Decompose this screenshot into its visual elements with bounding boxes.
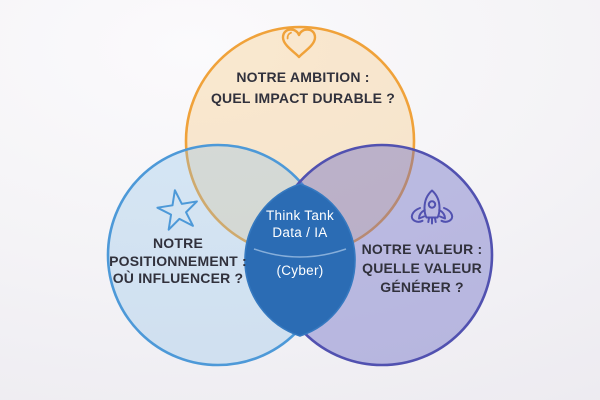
- ambition-label-line1: NOTRE AMBITION :: [236, 69, 370, 85]
- positionnement-label: NOTRE POSITIONNEMENT : OÙ INFLUENCER ?: [109, 235, 247, 288]
- positionnement-label-line3: OÙ INFLUENCER ?: [112, 270, 244, 286]
- valeur-label-line2: QUELLE VALEUR: [362, 260, 482, 276]
- lens-title-line2: Data / IA: [272, 225, 328, 240]
- valeur-label: NOTRE VALEUR : QUELLE VALEUR GÉNÉRER ?: [362, 240, 483, 297]
- ambition-label-line2: QUEL IMPACT DURABLE ?: [210, 90, 396, 106]
- lens-subtitle: (Cyber): [276, 262, 323, 279]
- valeur-label-line3: GÉNÉRER ?: [380, 279, 464, 295]
- lens-title-line1: Think Tank: [265, 208, 335, 223]
- positionnement-label-line1: NOTRE: [152, 235, 203, 251]
- center-lens: [244, 183, 356, 337]
- valeur-label-line1: NOTRE VALEUR :: [361, 241, 483, 257]
- lens-subtitle-line1: (Cyber): [276, 263, 324, 278]
- positionnement-label-line2: POSITIONNEMENT :: [109, 252, 247, 269]
- lens-divider-arc: [253, 248, 347, 258]
- lens-title: Think Tank Data / IA: [266, 207, 334, 241]
- ambition-label: NOTRE AMBITION : QUEL IMPACT DURABLE ?: [211, 67, 395, 109]
